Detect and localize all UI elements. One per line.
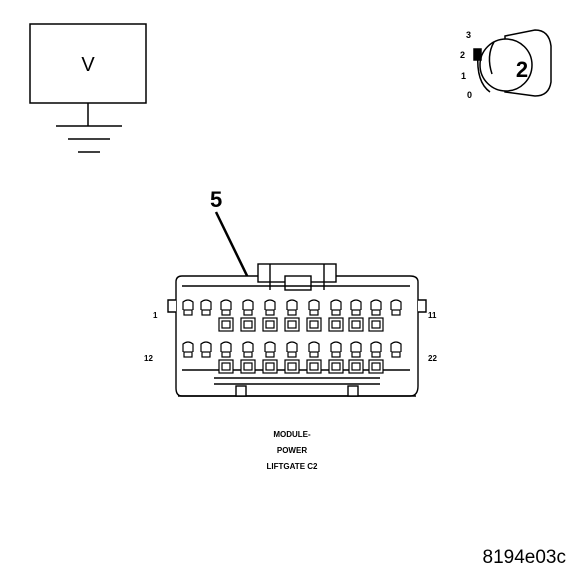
cavity-latch-base	[243, 351, 253, 358]
cavity-terminal-inner	[371, 320, 381, 329]
cavity-latch	[200, 341, 212, 352]
cavity-latch-base	[371, 309, 381, 316]
figure-id: 8194e03c	[483, 547, 566, 568]
connector-caption-line-2: POWER	[277, 446, 307, 455]
voltmeter-label: V	[81, 54, 95, 76]
ignition-key-icon	[473, 29, 552, 97]
connector-caption-line-3: LIFTGATE C2	[267, 462, 319, 471]
cavity-latch-base	[331, 351, 341, 358]
cavity-latch	[370, 299, 382, 310]
cavity-latch	[242, 299, 254, 310]
cavity-latch-base	[183, 351, 193, 358]
cavity-latch-base	[183, 309, 193, 316]
cavity-terminal-inner	[243, 320, 253, 329]
connector-key-left	[235, 385, 247, 397]
cavity-terminal-inner	[221, 362, 231, 371]
pin-label-12: 12	[144, 354, 153, 363]
cavity-latch-base	[371, 351, 381, 358]
cavity-terminal-inner	[331, 320, 341, 329]
cavity-latch	[220, 341, 232, 352]
cavity-latch	[350, 299, 362, 310]
cavity-latch	[330, 341, 342, 352]
cavity-terminal-inner	[371, 362, 381, 371]
cavity-latch	[390, 299, 402, 310]
cavity-latch-base	[331, 309, 341, 316]
cavity-latch-base	[221, 309, 231, 316]
cavity-latch-base	[309, 351, 319, 358]
voltmeter-symbol	[29, 23, 147, 153]
ignition-position-0: 0	[467, 90, 472, 100]
cavity-latch-base	[391, 351, 401, 358]
cavity-terminal-inner	[221, 320, 231, 329]
cavity-latch	[370, 341, 382, 352]
cavity-latch	[308, 341, 320, 352]
cavity-latch	[182, 299, 194, 310]
cavity-latch	[264, 299, 276, 310]
cavity-latch-base	[243, 309, 253, 316]
cavity-latch-base	[265, 309, 275, 316]
ignition-indicator	[473, 48, 482, 61]
cavity-latch	[286, 299, 298, 310]
cavity-latch-base	[221, 351, 231, 358]
cavity-terminal-inner	[309, 320, 319, 329]
pin-label-1: 1	[153, 311, 158, 320]
cavity-latch	[242, 341, 254, 352]
cavity-terminal-inner	[351, 320, 361, 329]
cavity-terminal-inner	[331, 362, 341, 371]
pin-label-22: 22	[428, 354, 437, 363]
cavity-latch-base	[287, 309, 297, 316]
cavity-terminal-inner	[243, 362, 253, 371]
ignition-position-2: 2	[460, 50, 465, 60]
key-hook	[488, 41, 495, 75]
connector-caption-line-1: MODULE-	[273, 430, 311, 439]
ignition-position-3: 3	[466, 30, 471, 40]
cavity-latch-base	[351, 309, 361, 316]
cavity-terminal-inner	[309, 362, 319, 371]
cavity-latch-base	[201, 309, 211, 316]
connector-key-right	[347, 385, 359, 397]
cavity-latch-base	[201, 351, 211, 358]
key-head	[479, 38, 533, 92]
callout-pin-number: 5	[210, 187, 222, 212]
cavity-terminal-inner	[287, 362, 297, 371]
cavity-latch-base	[287, 351, 297, 358]
ignition-key-number: 2	[516, 57, 528, 82]
cavity-latch	[390, 341, 402, 352]
cavity-latch-base	[391, 309, 401, 316]
cavity-latch	[286, 341, 298, 352]
cavity-latch-base	[351, 351, 361, 358]
connector-latch-tab	[284, 275, 312, 291]
cavity-latch	[200, 299, 212, 310]
cavity-latch	[220, 299, 232, 310]
cavity-terminal-inner	[265, 320, 275, 329]
cavity-latch-base	[309, 309, 319, 316]
cavity-terminal-inner	[265, 362, 275, 371]
pin-label-11: 11	[428, 311, 437, 320]
cavity-latch	[308, 299, 320, 310]
cavity-terminal-inner	[351, 362, 361, 371]
cavity-latch	[264, 341, 276, 352]
cavity-latch	[350, 341, 362, 352]
cavity-latch-base	[265, 351, 275, 358]
cavity-terminal-inner	[287, 320, 297, 329]
ignition-position-1: 1	[461, 71, 466, 81]
connector-cavities	[182, 299, 402, 374]
cavity-latch	[330, 299, 342, 310]
ground-symbol-icon	[56, 125, 122, 153]
cavity-latch	[182, 341, 194, 352]
